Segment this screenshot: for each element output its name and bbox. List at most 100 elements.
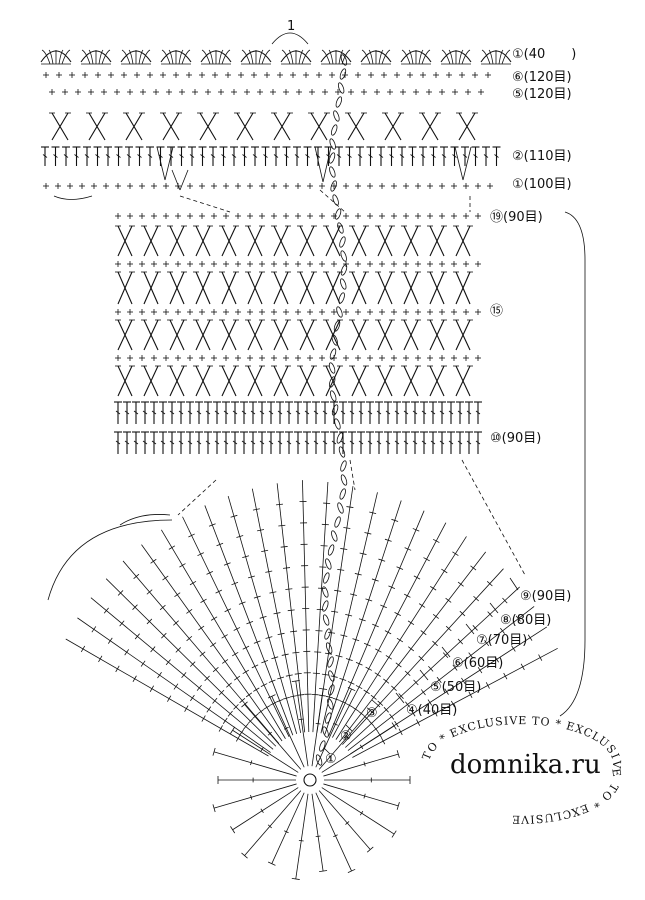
dc-stitch: [492, 146, 501, 166]
sc-stitch: [303, 72, 309, 78]
sc-stitch: [247, 213, 253, 219]
fan-ray: [182, 516, 290, 737]
cross-stitch: [297, 225, 317, 257]
sc-stitch: [452, 89, 458, 95]
dc-stitch: [195, 431, 203, 454]
sc-stitch: [296, 89, 302, 95]
dc-stitch: [222, 431, 230, 454]
dc-stitch: [240, 401, 248, 424]
sc-stitch: [251, 72, 257, 78]
sc-stitch: [257, 89, 263, 95]
dc-stitch: [429, 431, 437, 454]
sc-stitch: [379, 355, 385, 361]
sc-stitch: [387, 89, 393, 95]
cross-stitch: [323, 271, 343, 305]
circle-ray: [323, 783, 400, 810]
guide-dashed-line: [319, 189, 346, 213]
sc-stitch: [295, 183, 301, 189]
sc-stitch: [391, 309, 397, 315]
cross-stitch: [401, 225, 421, 257]
shell-stitch: [40, 49, 72, 65]
join-chain-stitch: [322, 726, 329, 738]
cross-stitch: [271, 112, 293, 141]
join-chain-stitch: [337, 222, 344, 234]
join-chain-stitch: [319, 740, 326, 752]
dc-stitch: [471, 146, 480, 166]
dc-stitch: [41, 146, 49, 166]
sc-stitch: [247, 355, 253, 361]
shell-stitch-row: [40, 32, 512, 65]
dc-stitch: [402, 401, 410, 424]
cross-stitch: [349, 271, 369, 305]
sc-stitch: [283, 309, 289, 315]
sc-stitch: [290, 72, 296, 78]
row-label-fan-9: ⑨(90目): [520, 589, 571, 604]
dc-stitch: [440, 146, 448, 166]
dc-stitch: [429, 401, 437, 424]
dc-stitch: [72, 146, 81, 166]
dc-stitch: [438, 401, 446, 424]
sc-stitch: [319, 183, 325, 189]
dc-stitch: [231, 431, 239, 454]
fan-ray: [161, 529, 286, 739]
row-label-body-10: ⑩(90目): [490, 431, 541, 446]
sc-stitch: [223, 261, 229, 267]
label-arrow: [323, 747, 331, 755]
label-arrow: [419, 669, 429, 681]
top-marker-label: 1: [287, 19, 295, 34]
sc-stitch: [451, 261, 457, 267]
sc-stitch: [475, 355, 481, 361]
cross-stitch: [349, 225, 369, 257]
sc-stitch: [199, 309, 205, 315]
sc-stitch: [319, 355, 325, 361]
sc-stitch: [271, 309, 277, 315]
dc-stitch: [240, 146, 249, 166]
label-arrow: [489, 602, 499, 614]
sc-stitch: [235, 355, 241, 361]
sc-stitch: [379, 183, 385, 189]
sc-stitch: [235, 213, 241, 219]
row-label-yoke-6: ⑥(120目): [512, 70, 572, 85]
cross-stitch: [86, 112, 108, 141]
cross-stitch: [323, 225, 343, 257]
dc-stitch: [339, 401, 347, 424]
fan-ray: [90, 597, 274, 750]
sc-stitch: [151, 213, 157, 219]
join-chain-stitch: [340, 278, 347, 290]
row-label-fan-7: ⑦(70目): [476, 633, 527, 648]
cross-stitch: [115, 225, 135, 257]
sc-stitch: [127, 183, 133, 189]
dc-stitch: [411, 431, 419, 454]
sc-stitch: [79, 183, 85, 189]
sc-stitch: [463, 183, 469, 189]
shell-stitch: [120, 49, 152, 65]
join-chain-stitch: [335, 96, 343, 108]
dc-stitch: [104, 146, 112, 166]
watermark-site-text: domnika.ru: [450, 750, 601, 780]
sc-stitch: [212, 72, 218, 78]
dc-stitch: [312, 401, 320, 424]
sc-stitch: [247, 261, 253, 267]
join-chain-stitch: [325, 558, 332, 570]
sc-stitch: [187, 183, 193, 189]
join-chain-stitch: [315, 754, 323, 766]
sc-stitch: [295, 261, 301, 267]
join-chain-stitch: [331, 334, 338, 346]
join-chain-stitch: [328, 152, 336, 164]
sc-stitch: [223, 309, 229, 315]
label-arrow: [465, 623, 475, 635]
dc-stitch: [456, 401, 464, 424]
cross-stitch: [141, 319, 161, 351]
join-chain-stitch: [330, 390, 337, 402]
dc-stitch: [285, 431, 293, 454]
join-chain-stitch: [331, 404, 339, 416]
join-chain-stitch: [329, 138, 336, 150]
sc-stitch: [175, 261, 181, 267]
fan-ray: [332, 522, 447, 738]
row-label-body-19: ⑲(90目): [490, 210, 543, 225]
sc-stitch: [283, 355, 289, 361]
sc-stitch: [427, 309, 433, 315]
fan-ray: [342, 568, 504, 745]
fan-ray: [251, 488, 302, 733]
